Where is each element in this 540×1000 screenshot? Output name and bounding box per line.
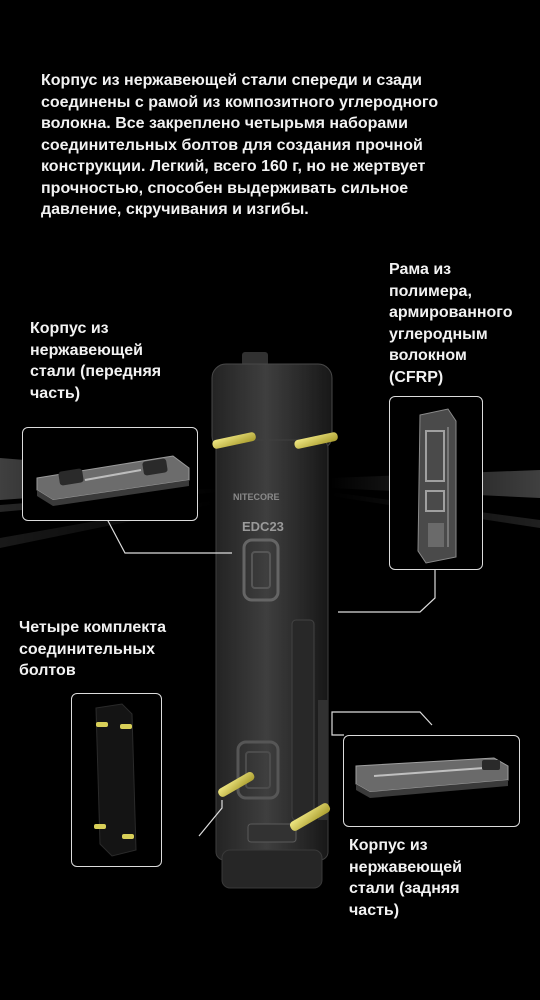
flashlight-body — [211, 352, 333, 889]
label-line: полимера, — [389, 282, 472, 300]
bolt-top-right — [294, 432, 338, 449]
inset-back-housing — [343, 735, 520, 827]
label-line: Корпус из — [30, 320, 109, 337]
callout-line-back — [331, 711, 433, 736]
label-back-housing: Корпус из нержавеющей стали (задняя част… — [349, 835, 499, 921]
connecting-bolts — [212, 432, 338, 831]
inset-front-housing — [22, 427, 198, 521]
label-line: Корпус из — [349, 837, 428, 854]
label-line: нержавеющей — [349, 858, 462, 876]
front-housing-image — [36, 455, 190, 506]
label-line: болтов — [19, 662, 76, 679]
bolts-image — [94, 703, 137, 857]
inset-connecting-bolts — [71, 693, 162, 867]
cfrp-frame-image — [417, 408, 457, 564]
label-connecting-bolts: Четыре комплекта соединительных болтов — [19, 617, 199, 682]
callout-line-bolts — [198, 800, 223, 837]
label-cfrp-frame: Рама из полимера, армированного углеродн… — [389, 259, 539, 388]
bolt-bottom-right — [289, 803, 331, 831]
intro-line: соединительных болтов для создания прочн… — [41, 136, 423, 154]
inset-cfrp-frame — [389, 396, 483, 570]
bolt-bottom-left — [218, 772, 255, 797]
label-line: часть) — [349, 901, 400, 919]
callout-line-frame — [338, 568, 436, 613]
label-line: углеродным — [389, 325, 488, 343]
back-housing-image — [355, 757, 509, 798]
callout-lines — [106, 518, 436, 837]
label-line: стали (передняя — [30, 363, 162, 380]
intro-paragraph: Корпус из нержавеющей стали спереди и сз… — [41, 70, 511, 221]
label-front-housing: Корпус из нержавеющей стали (передняя ча… — [30, 318, 200, 404]
brand-imprint: NITECORE — [233, 492, 280, 502]
label-line: соединительных — [19, 640, 156, 658]
intro-line: прочностью, способен выдерживать сильное — [41, 179, 409, 197]
intro-line: волокна. Все закреплено четырьмя наборам… — [41, 115, 408, 132]
label-line: Четыре комплекта — [19, 619, 166, 636]
intro-line: конструкции. Легкий, всего 160 г, но не … — [41, 158, 426, 175]
label-line: нержавеющей — [30, 341, 143, 359]
bolt-top-left — [212, 432, 256, 449]
label-line: стали (задняя — [349, 880, 460, 897]
label-line: (CFRP) — [389, 368, 444, 386]
callout-line-front — [106, 518, 232, 554]
intro-line: давление, скручивания и изгибы. — [41, 201, 309, 218]
label-line: волокном — [389, 347, 467, 364]
label-line: Рама из — [389, 261, 452, 278]
intro-line: Корпус из нержавеющей стали спереди и сз… — [41, 72, 422, 89]
label-line: часть) — [30, 384, 81, 402]
label-line: армированного — [389, 304, 513, 321]
intro-line: соединены с рамой из композитного углеро… — [41, 93, 439, 111]
model-imprint: EDC23 — [242, 519, 284, 534]
